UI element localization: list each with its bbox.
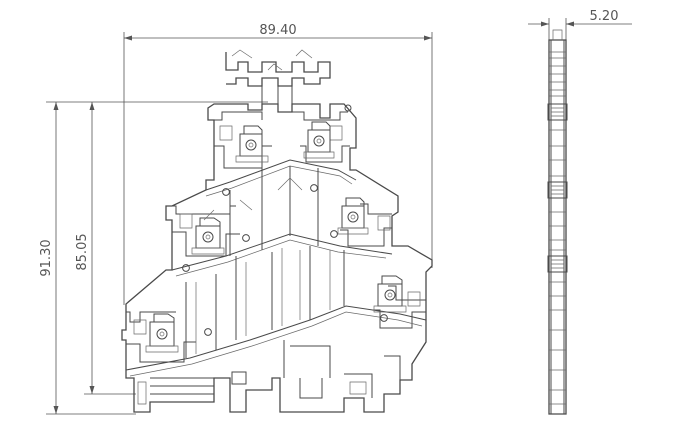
rivets [182, 104, 388, 336]
side-clamp-3 [547, 255, 568, 273]
clamp-middle-left [191, 217, 225, 255]
thickness-label: 5.20 [590, 9, 619, 24]
overall-height-label: 91.30 [39, 239, 54, 276]
terminal-block-front-view [121, 49, 433, 413]
clamp-lower-left [145, 313, 179, 353]
side-clamp-1 [547, 103, 568, 121]
clamp-upper-left [235, 125, 269, 163]
rail-height-dimension: 85.05 [75, 102, 136, 395]
thickness-dimension: 5.20 [528, 9, 632, 40]
clamp-middle-right [337, 197, 369, 235]
rail-height-label: 85.05 [75, 233, 90, 270]
side-clamp-2 [547, 181, 568, 199]
width-dimension-label: 89.40 [259, 23, 296, 38]
width-dimension: 89.40 [123, 23, 433, 305]
terminal-block-side-view [547, 29, 568, 415]
clamp-upper-right [303, 121, 335, 159]
clamp-lower-right [373, 275, 407, 313]
overall-height-dimension: 91.30 [39, 101, 268, 415]
